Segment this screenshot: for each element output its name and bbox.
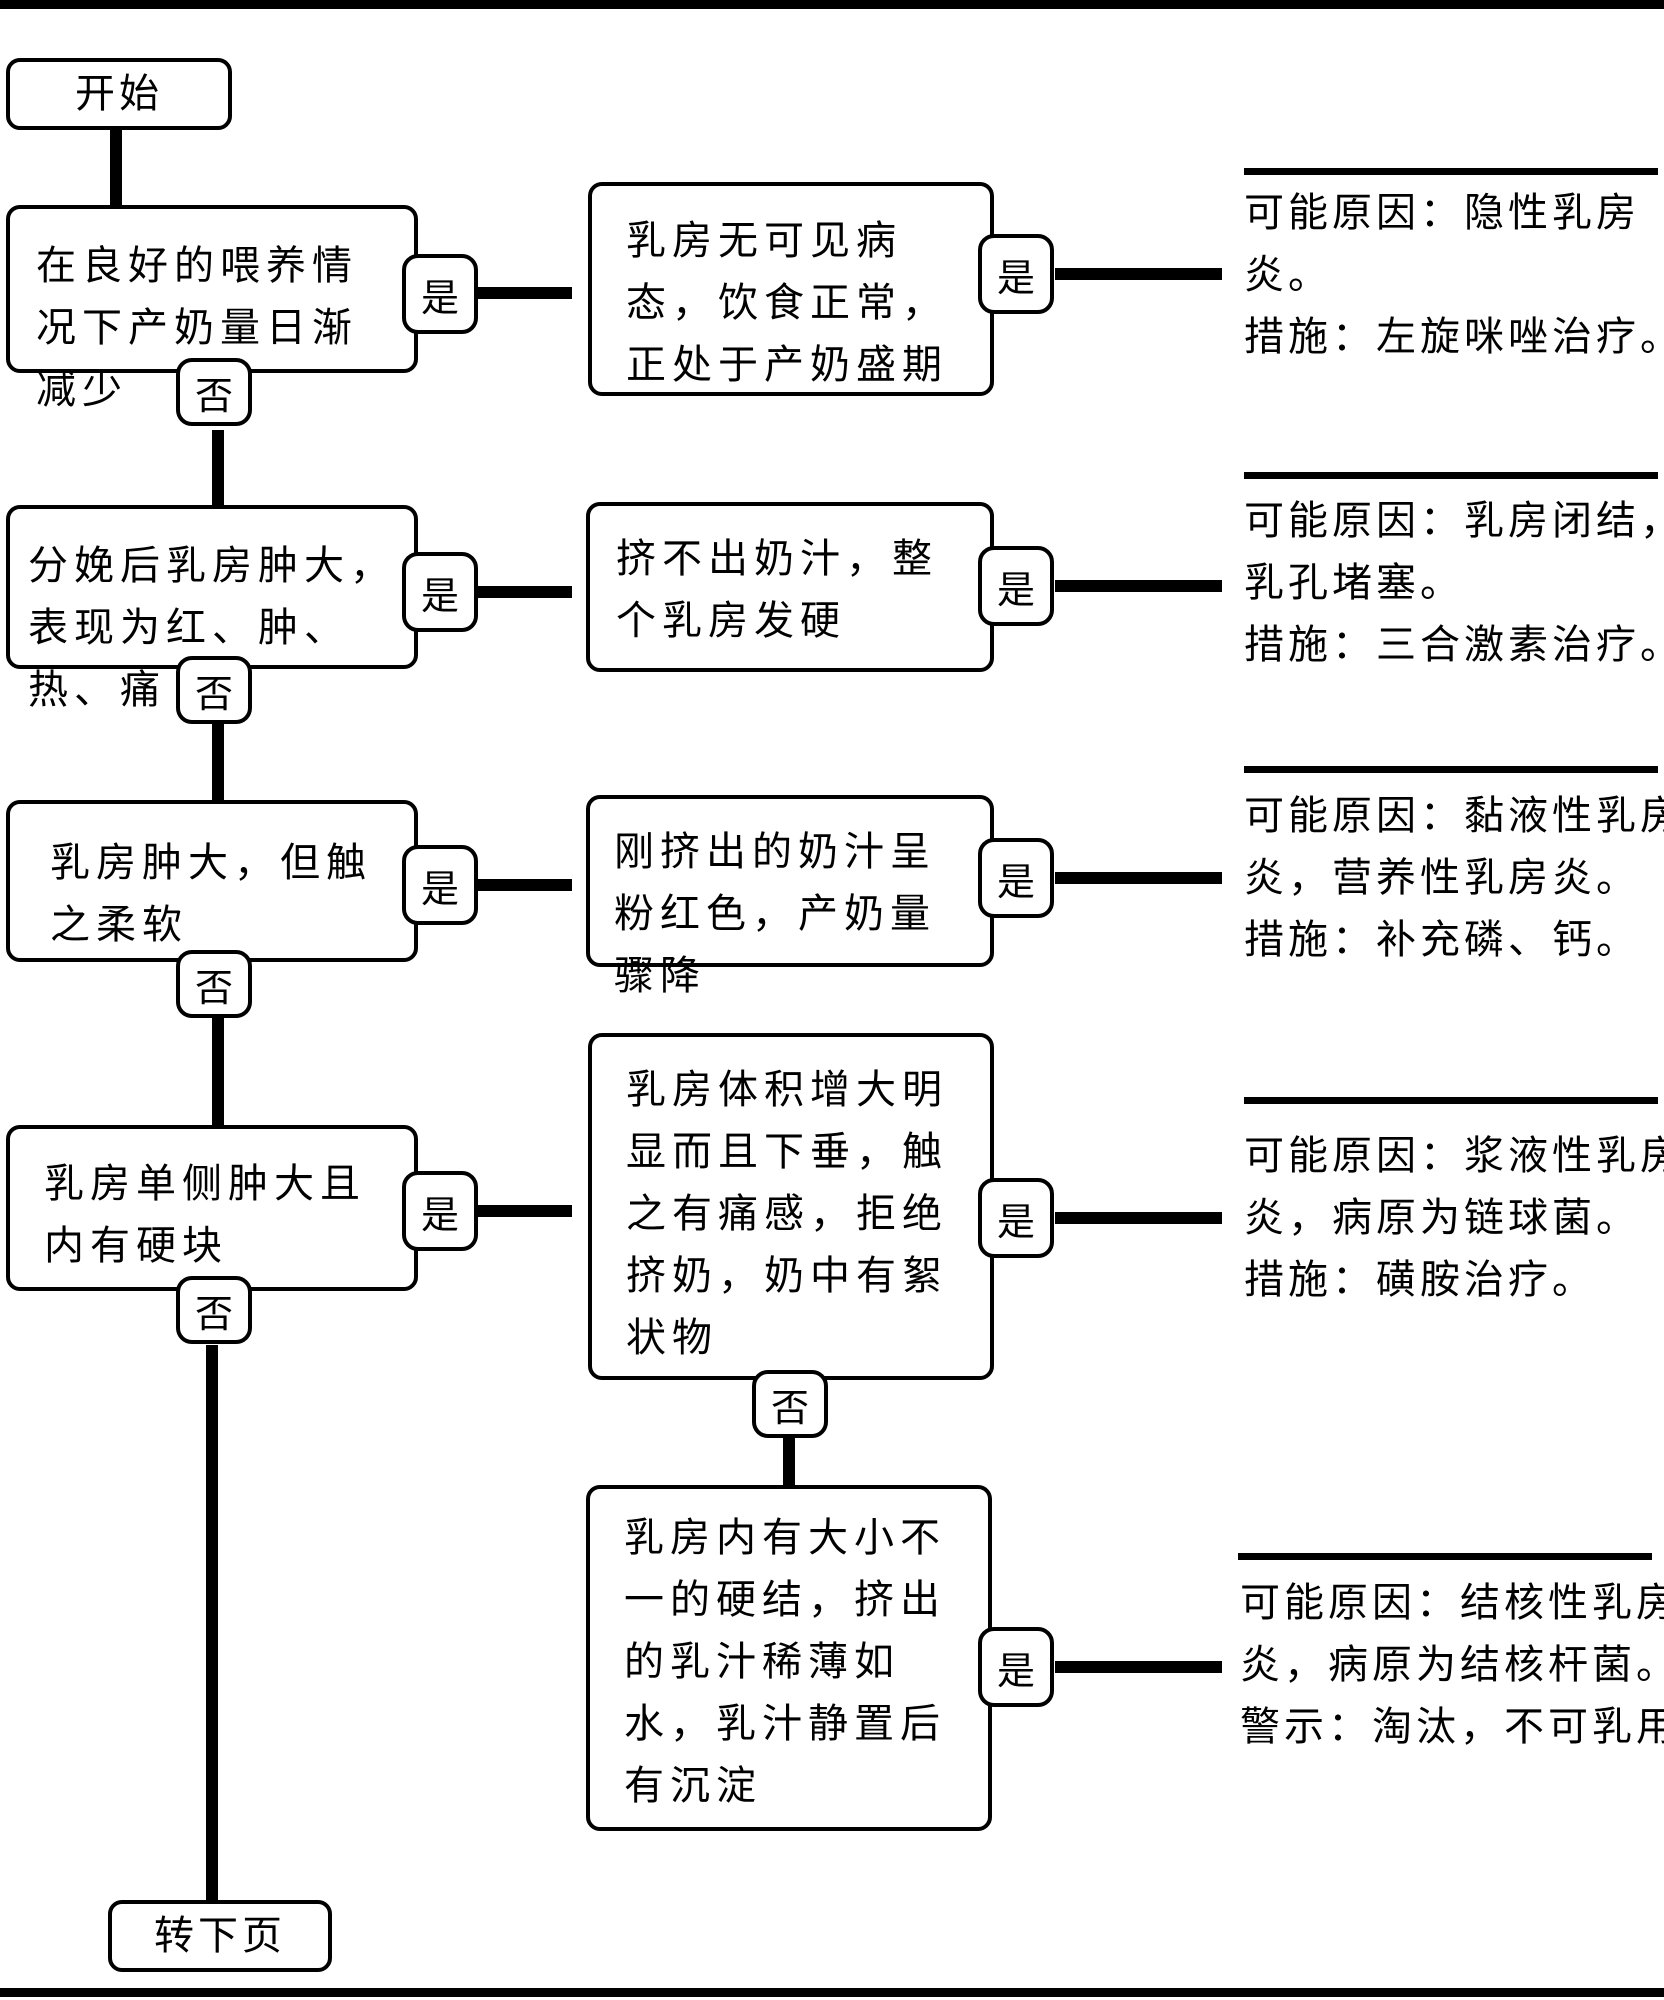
no-badge: 否: [176, 358, 252, 426]
yes-badge: 是: [978, 1178, 1054, 1258]
yes-badge: 是: [402, 845, 478, 925]
yes-badge: 是: [402, 1171, 478, 1251]
yes-badge: 是: [978, 546, 1054, 626]
result-text: 可能原因：浆液性乳房 炎，病原为链球菌。 措施：磺胺治疗。: [1244, 1133, 1664, 1303]
bottom-rule: [0, 1988, 1664, 1997]
top-rule: [0, 0, 1664, 9]
no-badge: 否: [176, 950, 252, 1018]
symptom-node: 挤不出奶汁，整个乳房发硬: [586, 502, 994, 672]
question-node: 分娩后乳房肿大，表现为红、肿、热、痛: [6, 505, 418, 713]
symptom-node: 乳房体积增大明显而且下垂，触之有痛感，拒绝挤奶，奶中有絮状物: [588, 1033, 994, 1380]
question-node: 乳房单侧肿大且内有硬块: [6, 1125, 418, 1291]
no-badge: 否: [176, 656, 252, 724]
start-node: 开始: [6, 58, 232, 130]
yes-badge: 是: [978, 838, 1054, 918]
yes-badge: 是: [978, 234, 1054, 314]
yes-badge: 是: [402, 254, 478, 334]
result-rule: [1238, 1553, 1652, 1560]
yes-badge: 是: [402, 552, 478, 632]
result-text: 可能原因：黏液性乳房 炎，营养性乳房炎。 措施：补充磷、钙。: [1244, 793, 1664, 963]
question-node: 乳房肿大，但触之柔软: [6, 800, 418, 962]
result-rule: [1244, 1097, 1658, 1104]
symptom-node: 刚挤出的奶汁呈粉红色，产奶量骤降: [586, 795, 994, 999]
symptom-node: 乳房无可见病态，饮食正常，正处于产奶盛期: [588, 182, 994, 396]
result-text: 可能原因：隐性乳房 炎。 措施：左旋咪唑治疗。: [1244, 190, 1664, 360]
result-rule: [1244, 766, 1658, 773]
result-rule: [1244, 472, 1658, 479]
result-text: 可能原因：乳房闭结， 乳孔堵塞。 措施：三合激素治疗。: [1244, 498, 1664, 668]
end-node: 转下页: [108, 1900, 332, 1972]
result-text: 可能原因：结核性乳房 炎，病原为结核杆菌。 警示：淘汰，不可乳用。: [1240, 1580, 1664, 1750]
result-rule: [1244, 168, 1658, 175]
question-node: 在良好的喂养情况下产奶量日渐减少: [6, 205, 418, 413]
no-badge: 否: [752, 1370, 828, 1438]
symptom-node: 乳房内有大小不一的硬结，挤出的乳汁稀薄如水，乳汁静置后有沉淀: [586, 1485, 992, 1831]
no-badge: 否: [176, 1276, 252, 1344]
yes-badge: 是: [978, 1627, 1054, 1707]
